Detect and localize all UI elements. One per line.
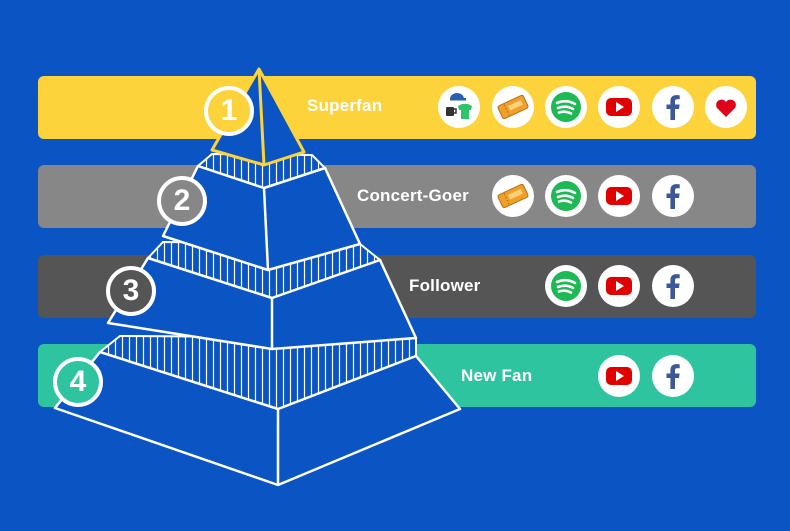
facebook-icon (652, 355, 694, 397)
spotify-icon (545, 265, 587, 307)
youtube-icon (598, 175, 640, 217)
merch-icon (438, 86, 480, 128)
youtube-icon (598, 265, 640, 307)
tier-label-4: New Fan (461, 366, 533, 385)
facebook-icon (652, 175, 694, 217)
tier-number-2: 2 (157, 176, 207, 226)
youtube-icon (598, 355, 640, 397)
youtube-icon (598, 86, 640, 128)
tier-number-4: 4 (53, 357, 103, 407)
tier-number-3: 3 (106, 266, 156, 316)
tier-label-3: Follower (409, 276, 481, 295)
spotify-icon (545, 175, 587, 217)
tier-label-1: Superfan (307, 96, 383, 115)
facebook-icon (652, 86, 694, 128)
ticket-icon (492, 175, 534, 217)
tier-number-1: 1 (204, 86, 254, 136)
ticket-icon (492, 86, 534, 128)
facebook-icon (652, 265, 694, 307)
spotify-icon (545, 86, 587, 128)
heart-icon (705, 86, 747, 128)
tier-label-2: Concert-Goer (357, 186, 469, 205)
